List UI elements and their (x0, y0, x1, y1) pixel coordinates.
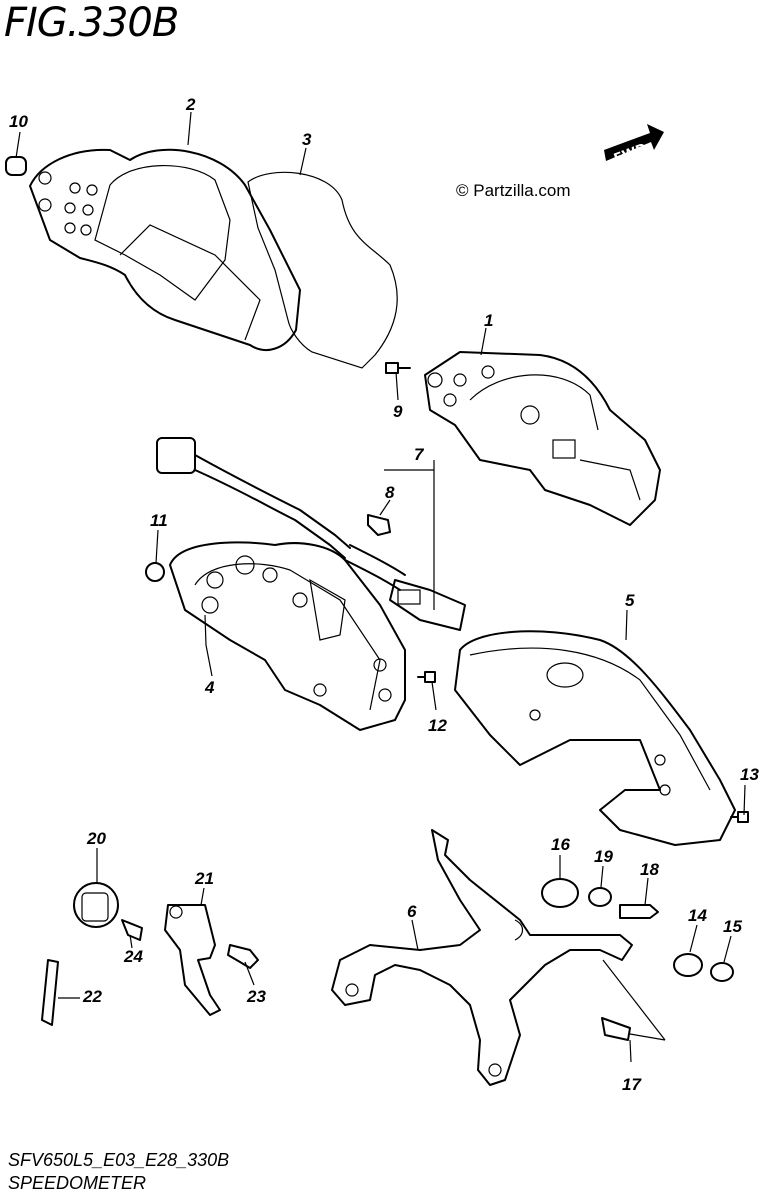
part-19-washer (588, 887, 612, 907)
part-3-gasket (247, 171, 398, 369)
callout-18: 18 (640, 860, 659, 879)
part-6-meter-bracket (331, 829, 633, 1086)
part-8-clamp (367, 514, 391, 536)
callout-17: 17 (622, 1075, 641, 1094)
callout-24: 24 (124, 947, 143, 966)
part-11-grommet (145, 562, 165, 582)
callout-2: 2 (186, 95, 196, 114)
callout-10: 10 (9, 112, 28, 131)
part-9-screw (385, 362, 411, 374)
callout-15: 15 (723, 917, 742, 936)
part-17-bolt (601, 1017, 666, 1041)
figure-title: FIG.330B (4, 0, 179, 46)
part-2-meter-cover (29, 148, 301, 351)
footer-code: SFV650L5_E03_E28_330B (8, 1150, 230, 1170)
callout-14: 14 (688, 906, 707, 925)
copyright-text: © Partzilla.com (456, 181, 571, 200)
part-13-screw (730, 811, 749, 823)
callout-3: 3 (302, 130, 312, 149)
callout-23: 23 (247, 987, 266, 1006)
part-10-cap (5, 156, 27, 176)
leader-lines (15, 111, 746, 1063)
callout-20: 20 (87, 829, 106, 848)
callout-22: 22 (83, 987, 102, 1006)
callout-1: 1 (484, 311, 494, 330)
part-21-sensor-bracket (164, 904, 221, 1016)
callout-9: 9 (393, 402, 403, 421)
callout-12: 12 (428, 716, 447, 735)
part-16-spacer (541, 878, 579, 908)
part-14-spacer (673, 953, 703, 977)
footer-title: SPEEDOMETER (8, 1173, 147, 1193)
callout-19: 19 (594, 847, 613, 866)
callout-7: 7 (414, 445, 424, 464)
part-22-cable-tie (41, 959, 59, 1026)
part-1-meter-unit (424, 351, 661, 526)
part-24-screw (121, 919, 143, 941)
part-4-lower-case (169, 541, 406, 731)
part-20-grommet (73, 882, 119, 928)
callout-6: 6 (407, 902, 417, 921)
callout-11: 11 (150, 511, 168, 530)
part-12-screw (417, 671, 436, 683)
callout-13: 13 (740, 765, 759, 784)
fwd-arrow-icon: FWD (604, 124, 664, 167)
callout-16: 16 (551, 835, 570, 854)
part-23-bolt (227, 944, 259, 969)
callout-4: 4 (205, 678, 215, 697)
part-15-nut (710, 962, 734, 982)
part-18-bolt (619, 904, 659, 919)
callout-21: 21 (195, 869, 214, 888)
part-5-lower-cover (454, 630, 736, 846)
callout-8: 8 (385, 483, 395, 502)
part-7-wire-harness (156, 437, 466, 631)
callout-5: 5 (625, 591, 635, 610)
